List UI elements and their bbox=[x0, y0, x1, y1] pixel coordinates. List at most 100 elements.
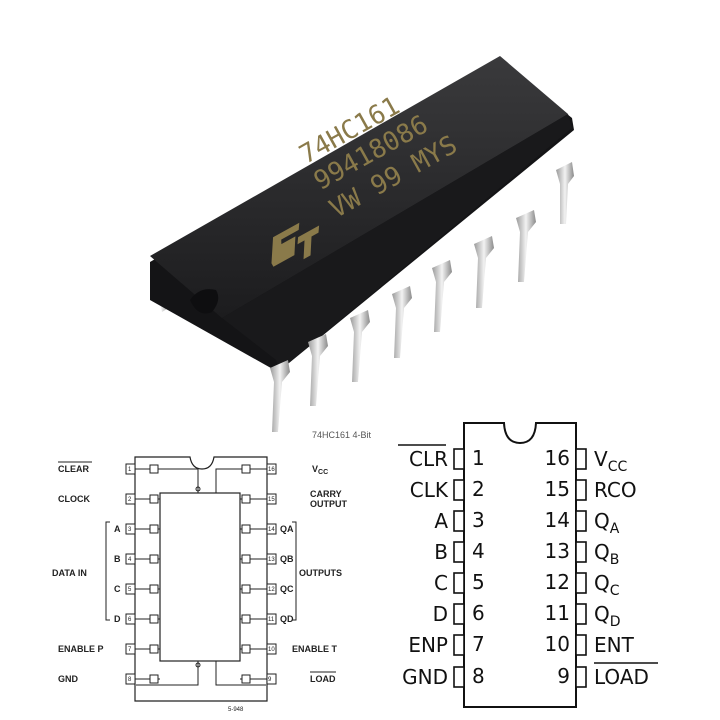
st-logo-icon bbox=[271, 222, 320, 267]
dip-pin-right-9: 9 LOAD bbox=[557, 662, 658, 689]
dip-pin-right-12: 12 QC bbox=[545, 570, 620, 599]
block-pin-left-8: 8 GND bbox=[58, 673, 160, 685]
dip-pin-number: 9 bbox=[557, 664, 570, 688]
outputs-label: OUTPUTS bbox=[299, 568, 342, 578]
block-pin-label: ENABLE P bbox=[58, 644, 104, 654]
dip-pin-label: QB bbox=[594, 540, 619, 568]
block-pin-right-16: 16 VCC bbox=[240, 463, 328, 476]
dip-pin-label: QA bbox=[594, 509, 620, 537]
data-in-bracket bbox=[105, 521, 110, 621]
dip-pin-label: CLR bbox=[409, 447, 448, 471]
block-pin-number: 8 bbox=[128, 677, 132, 683]
dip-pin-number: 6 bbox=[472, 601, 485, 625]
block-pin-label: QA bbox=[280, 524, 294, 534]
dip-pin-left-4: 4B bbox=[434, 539, 484, 564]
dip-pin-label: ENP bbox=[408, 633, 448, 657]
block-pin-number: 1 bbox=[128, 467, 132, 473]
dip-pin-left-5: 5C bbox=[434, 570, 485, 595]
block-pin-number: 10 bbox=[268, 647, 275, 653]
block-pin-number: 14 bbox=[268, 527, 275, 533]
block-pin-left-6: 6D bbox=[114, 613, 160, 625]
block-pin-number: 15 bbox=[268, 497, 275, 503]
dip-pin-label: LOAD bbox=[594, 665, 649, 689]
dip-pin-number: 13 bbox=[545, 539, 570, 563]
block-pin-label: A bbox=[114, 524, 121, 534]
carry-label-2: OUTPUT bbox=[310, 499, 348, 509]
block-pin-label: B bbox=[114, 554, 121, 564]
block-pin-number: 9 bbox=[268, 677, 272, 683]
dip-pin-number: 3 bbox=[472, 508, 485, 532]
block-pin-number: 5 bbox=[128, 587, 132, 593]
dip-pin-label: RCO bbox=[594, 478, 637, 502]
dip-pin-number: 8 bbox=[472, 664, 485, 688]
block-pin-number: 13 bbox=[268, 557, 275, 563]
dip-pin-number: 2 bbox=[472, 477, 485, 501]
block-pin-number: 11 bbox=[268, 617, 275, 623]
block-pin-number: 12 bbox=[268, 587, 275, 593]
block-pin-number: 6 bbox=[128, 617, 132, 623]
dip-pin-label: ENT bbox=[594, 633, 635, 657]
block-pin-label: ENABLE T bbox=[292, 644, 338, 654]
dip-pin-left-2: 2 CLK bbox=[410, 477, 485, 502]
vcc-label: VCC bbox=[312, 464, 328, 476]
data-in-label: DATA IN bbox=[52, 568, 87, 578]
dip-pin-number: 7 bbox=[472, 632, 485, 656]
dip-pin-number: 14 bbox=[545, 508, 570, 532]
dip-pin-number: 12 bbox=[545, 570, 570, 594]
outputs-bracket bbox=[292, 521, 297, 621]
block-pin-label: D bbox=[114, 614, 121, 624]
block-pin-right-10: 10 ENABLE T bbox=[240, 643, 338, 655]
block-pin-left-7: 7 ENABLE P bbox=[58, 643, 160, 655]
block-pin-number: 3 bbox=[128, 527, 132, 533]
dip-package-outline bbox=[463, 422, 577, 708]
dip-pin-label: QC bbox=[594, 571, 620, 599]
load-label: LOAD bbox=[310, 674, 336, 684]
dip-pin-label: C bbox=[434, 571, 448, 595]
dip-pin-left-7: 7 ENP bbox=[408, 632, 484, 657]
dip-pin-label: QD bbox=[594, 602, 621, 630]
dip-pin-number: 15 bbox=[545, 477, 570, 501]
block-pin-number: 16 bbox=[268, 467, 275, 473]
block-pin-left-4: 4B bbox=[114, 553, 160, 565]
block-pin-right-14: 14 QA bbox=[240, 523, 294, 535]
dip-pin-label: CLK bbox=[410, 478, 449, 502]
block-pin-left-5: 5C bbox=[114, 583, 160, 595]
block-pin-right-9: 9 LOAD bbox=[240, 671, 336, 685]
block-pin-right-12: 12 QC bbox=[240, 583, 294, 595]
dip-pin-right-13: 13 QB bbox=[545, 539, 620, 568]
dip-pin-left-6: 6D bbox=[433, 601, 485, 626]
block-pin-number: 2 bbox=[128, 497, 132, 503]
block-pin-label: QC bbox=[280, 584, 294, 594]
dip-pin-left-1: 1 CLR bbox=[398, 444, 485, 471]
block-pin-number: 4 bbox=[128, 557, 132, 563]
block-pin-label: QD bbox=[280, 614, 294, 624]
chip-body bbox=[150, 56, 574, 372]
outer-package bbox=[134, 456, 268, 702]
dip-pin-number: 5 bbox=[472, 570, 485, 594]
block-pin-label: GND bbox=[58, 674, 79, 684]
dip-pin-number: 16 bbox=[545, 446, 570, 470]
dip-pin-label: D bbox=[433, 602, 448, 626]
block-pin-label: CLEAR bbox=[58, 464, 89, 474]
figure-code: 5-948 bbox=[228, 707, 244, 713]
dip-pin-label: A bbox=[434, 509, 448, 533]
dip-pin-right-15: 15 RCO bbox=[545, 477, 637, 502]
block-pin-right-11: 11 QD bbox=[240, 613, 294, 625]
block-pin-number: 7 bbox=[128, 647, 132, 653]
block-pin-left-1: 1 CLEAR bbox=[58, 461, 160, 475]
dip-pin-number: 1 bbox=[472, 446, 485, 470]
dip-pin-number: 4 bbox=[472, 539, 485, 563]
block-pin-left-3: 3A bbox=[114, 523, 160, 535]
